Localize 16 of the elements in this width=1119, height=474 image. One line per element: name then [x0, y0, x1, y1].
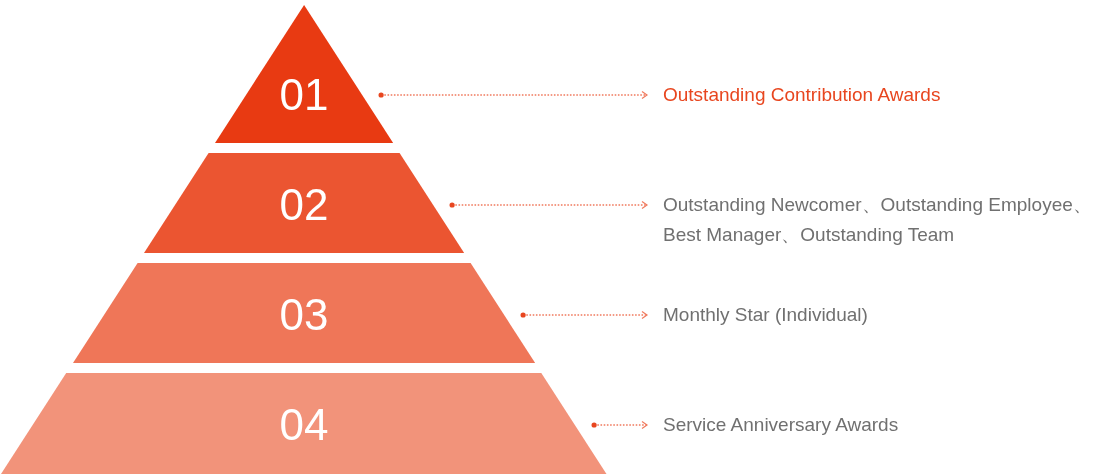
- tier-number: 01: [279, 71, 329, 119]
- leader-arrow: [520, 310, 648, 320]
- leader-arrow: [591, 420, 648, 430]
- pyramid-tier: [72, 263, 536, 363]
- tier-number: 04: [279, 401, 329, 449]
- pyramid-tier: [214, 5, 394, 143]
- award-label: Monthly Star (Individual): [663, 300, 1103, 330]
- leader-arrow: [378, 90, 648, 100]
- pyramid-tier: [143, 153, 465, 253]
- pyramid-tier: [1, 373, 607, 474]
- leader-arrow: [449, 200, 648, 210]
- tier-number: 02: [279, 181, 329, 229]
- tier-number: 03: [279, 291, 329, 339]
- award-label: Outstanding Newcomer、Outstanding Employee、 Best Manager、Outstanding Team: [663, 190, 1103, 250]
- award-label: Outstanding Contribution Awards: [663, 80, 1103, 110]
- award-label: Service Anniversary Awards: [663, 410, 1103, 440]
